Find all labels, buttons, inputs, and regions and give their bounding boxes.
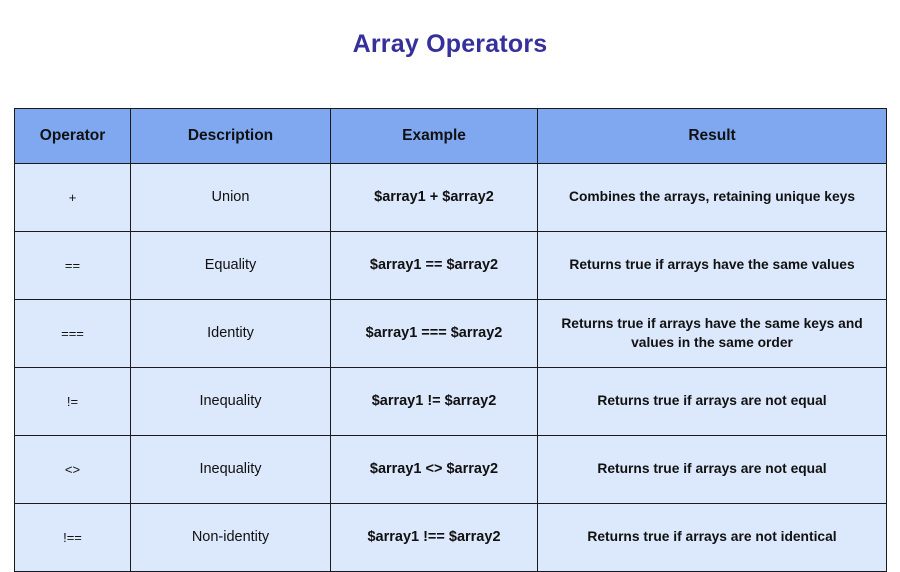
cell-operator: !=: [14, 367, 131, 436]
cell-description: Inequality: [130, 435, 331, 504]
array-operators-table-wrapper: Operator Description Example Result + Un…: [14, 108, 887, 572]
page-root: Array Operators Operator Description Exa…: [14, 30, 887, 572]
cell-example: $array1 !== $array2: [330, 503, 538, 572]
cell-example: $array1 <> $array2: [330, 435, 538, 504]
page-title: Array Operators: [352, 30, 548, 58]
table-row: === Identity $array1 === $array2 Returns…: [14, 299, 887, 368]
cell-operator: <>: [14, 435, 131, 504]
cell-operator: ==: [14, 231, 131, 300]
cell-description: Equality: [130, 231, 331, 300]
column-header-result: Result: [537, 108, 887, 164]
cell-description: Identity: [130, 299, 331, 368]
cell-result: Returns true if arrays are not equal: [537, 367, 887, 436]
cell-example: $array1 === $array2: [330, 299, 538, 368]
cell-description: Inequality: [130, 367, 331, 436]
table-header-row: Operator Description Example Result: [14, 108, 887, 164]
array-operators-table: Operator Description Example Result + Un…: [14, 108, 887, 572]
table-body: + Union $array1 + $array2 Combines the a…: [14, 163, 887, 572]
cell-description: Union: [130, 163, 331, 232]
cell-operator: ===: [14, 299, 131, 368]
cell-result: Returns true if arrays have the same key…: [537, 299, 887, 368]
column-header-operator: Operator: [14, 108, 131, 164]
column-header-example: Example: [330, 108, 538, 164]
cell-operator: +: [14, 163, 131, 232]
table-row: <> Inequality $array1 <> $array2 Returns…: [14, 435, 887, 504]
cell-result: Returns true if arrays have the same val…: [537, 231, 887, 300]
cell-example: $array1 + $array2: [330, 163, 538, 232]
table-row: == Equality $array1 == $array2 Returns t…: [14, 231, 887, 300]
table-row: !== Non-identity $array1 !== $array2 Ret…: [14, 503, 887, 572]
cell-description: Non-identity: [130, 503, 331, 572]
cell-result: Returns true if arrays are not equal: [537, 435, 887, 504]
cell-result: Returns true if arrays are not identical: [537, 503, 887, 572]
cell-operator: !==: [14, 503, 131, 572]
cell-example: $array1 != $array2: [330, 367, 538, 436]
table-header: Operator Description Example Result: [14, 108, 887, 164]
table-row: != Inequality $array1 != $array2 Returns…: [14, 367, 887, 436]
table-row: + Union $array1 + $array2 Combines the a…: [14, 163, 887, 232]
cell-result: Combines the arrays, retaining unique ke…: [537, 163, 887, 232]
cell-example: $array1 == $array2: [330, 231, 538, 300]
column-header-description: Description: [130, 108, 331, 164]
